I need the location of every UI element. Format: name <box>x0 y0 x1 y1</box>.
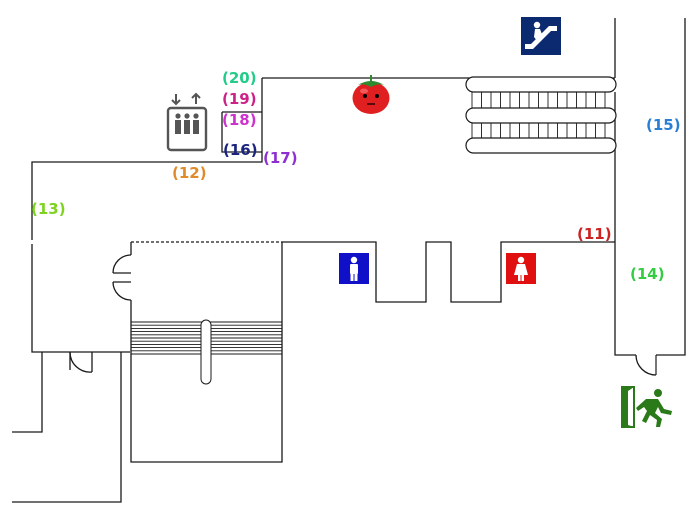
womens-restroom-icon <box>506 253 536 284</box>
elevator-icon <box>166 92 208 152</box>
location-label-18: (18) <box>222 111 257 129</box>
location-label-12: (12) <box>172 164 207 182</box>
location-label-20: (20) <box>222 69 257 87</box>
location-label-16: (16) <box>223 141 258 159</box>
mens-restroom-icon <box>339 253 369 284</box>
location-label-19: (19) <box>222 90 257 108</box>
emergency-exit-icon <box>621 386 672 428</box>
doors <box>69 254 657 376</box>
location-label-14: (14) <box>630 265 665 283</box>
tomato-marker-icon <box>352 75 390 114</box>
location-label-11: (11) <box>577 225 612 243</box>
location-label-15: (15) <box>646 116 681 134</box>
escalator-graphic <box>465 76 617 154</box>
floor-walls <box>12 18 686 503</box>
escalator-icon <box>521 17 561 55</box>
location-label-13: (13) <box>31 200 66 218</box>
location-label-17: (17) <box>263 149 298 167</box>
location-labels: (11) (12) (13) (14) (15) (16) (17) (18) … <box>31 69 681 283</box>
stair-handrail <box>200 319 212 385</box>
staircase <box>131 319 282 385</box>
